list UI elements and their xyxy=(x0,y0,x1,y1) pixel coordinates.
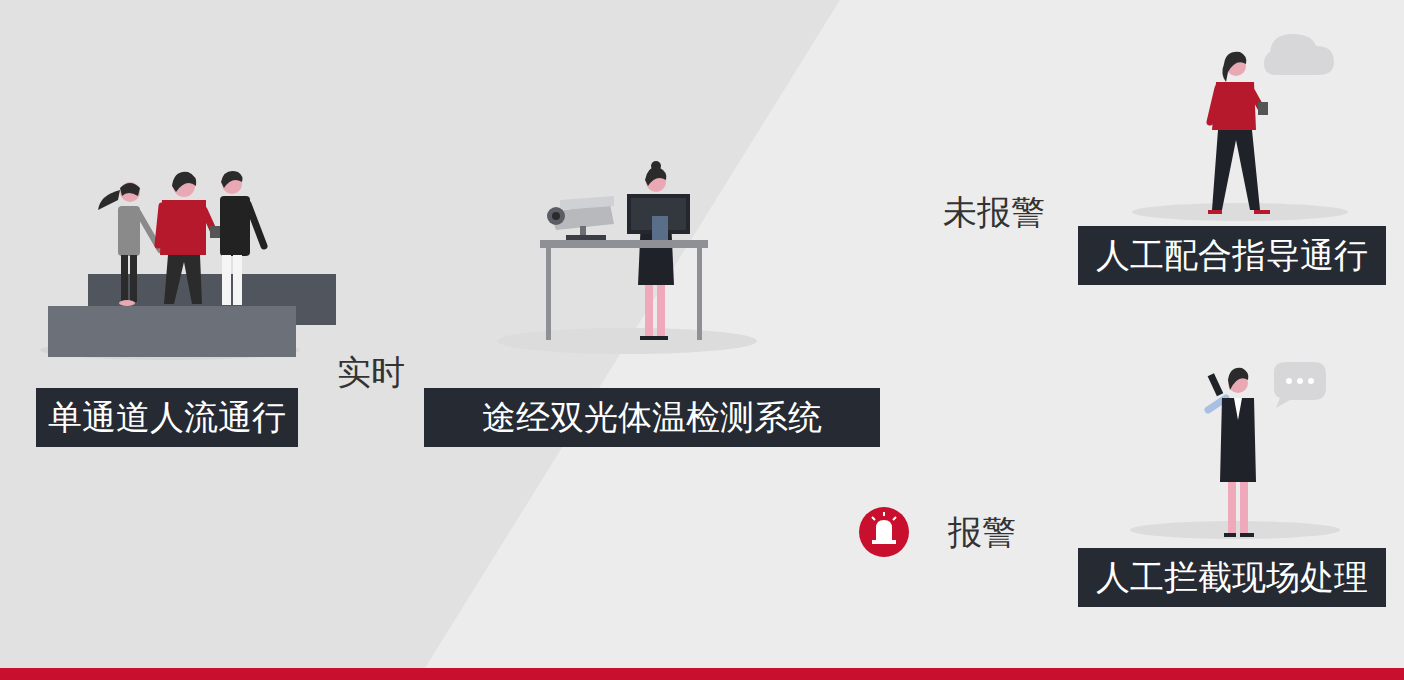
background-part xyxy=(0,668,1404,680)
crowd-figures-part xyxy=(98,190,120,210)
detection-desk-part xyxy=(652,216,668,240)
process-box: 途经双光体温检测系统 xyxy=(424,388,880,447)
guide-figure-part xyxy=(1258,102,1268,115)
crowd-platform-part xyxy=(48,306,296,357)
detection-desk-part xyxy=(547,207,565,225)
intercept-figure-part xyxy=(1228,368,1248,390)
detection-desk-part xyxy=(640,336,668,340)
guide-figure-part xyxy=(1208,210,1270,214)
flow-label: 实时 xyxy=(337,352,405,393)
intercept-figure-part xyxy=(1274,362,1326,408)
crowd-platform xyxy=(40,274,336,360)
guide-figure-part xyxy=(1212,130,1260,210)
crowd-figures xyxy=(98,171,264,306)
detection-desk-part xyxy=(657,285,665,337)
detection-desk-part xyxy=(645,285,653,337)
flow-label: 未报警 xyxy=(943,192,1045,233)
alarm-icon-part xyxy=(872,512,896,520)
detection-desk-part xyxy=(566,235,606,240)
box-label: 人工配合指导通行 xyxy=(1096,235,1368,276)
intercept-figure-part xyxy=(1240,482,1248,534)
alarm-icon-part xyxy=(872,540,896,544)
intercept-figure-part xyxy=(1234,398,1242,420)
detection-desk-part xyxy=(580,226,586,236)
intercept-figure-part xyxy=(1208,373,1224,396)
intercept-figure-part xyxy=(1308,378,1314,384)
crowd-figures-part xyxy=(160,200,206,255)
guide-figure-part xyxy=(1222,52,1246,82)
alarm-icon-part xyxy=(859,507,909,557)
detection-desk-part xyxy=(651,161,661,171)
crowd-figures-part xyxy=(130,255,137,302)
intercept-figure-part xyxy=(1297,378,1303,384)
crowd-figures-part xyxy=(120,182,140,202)
detection-desk-part xyxy=(540,240,708,248)
crowd-figures-part xyxy=(164,255,202,304)
box-label: 人工拦截现场处理 xyxy=(1096,557,1368,598)
process-box: 人工拦截现场处理 xyxy=(1078,548,1386,607)
guide-figure-part xyxy=(1264,34,1334,75)
crowd-figures-part xyxy=(210,226,220,238)
crowd-figures-part xyxy=(172,172,196,192)
crowd-figures-part xyxy=(233,255,242,305)
detection-desk-part xyxy=(546,248,551,340)
flow-label: 报警 xyxy=(948,512,1016,553)
process-box: 人工配合指导通行 xyxy=(1078,226,1386,285)
detection-desk xyxy=(497,161,757,354)
crowd-figures-part xyxy=(248,204,264,246)
process-box: 单通道人流通行 xyxy=(36,388,298,447)
crowd-figures-part xyxy=(120,183,140,196)
crowd-figures-part xyxy=(119,300,135,306)
detection-desk-part xyxy=(552,212,560,220)
alarm-icon xyxy=(859,507,909,557)
intercept-figure-part xyxy=(1224,533,1254,537)
alarm-icon-part xyxy=(876,520,892,540)
guide-figure-part xyxy=(1210,88,1218,122)
box-label: 途经双光体温检测系统 xyxy=(482,397,822,438)
box-label: 单通道人流通行 xyxy=(48,397,286,438)
guide-figure xyxy=(1132,34,1348,221)
guide-figure-part xyxy=(1132,203,1348,221)
crowd-figures-part xyxy=(121,255,128,302)
intercept-figure-part xyxy=(1228,482,1236,534)
crowd-figures-part xyxy=(158,206,162,245)
intercept-figure-part xyxy=(1286,378,1292,384)
intercept-figure-part xyxy=(1220,398,1256,482)
background-part xyxy=(0,0,840,668)
crowd-figures-part xyxy=(222,255,231,305)
detection-desk-part xyxy=(560,196,614,210)
intercept-figure xyxy=(1130,362,1340,539)
crowd-figures-part xyxy=(221,171,243,188)
detection-desk-part xyxy=(497,328,757,354)
detection-desk-part xyxy=(697,248,702,340)
